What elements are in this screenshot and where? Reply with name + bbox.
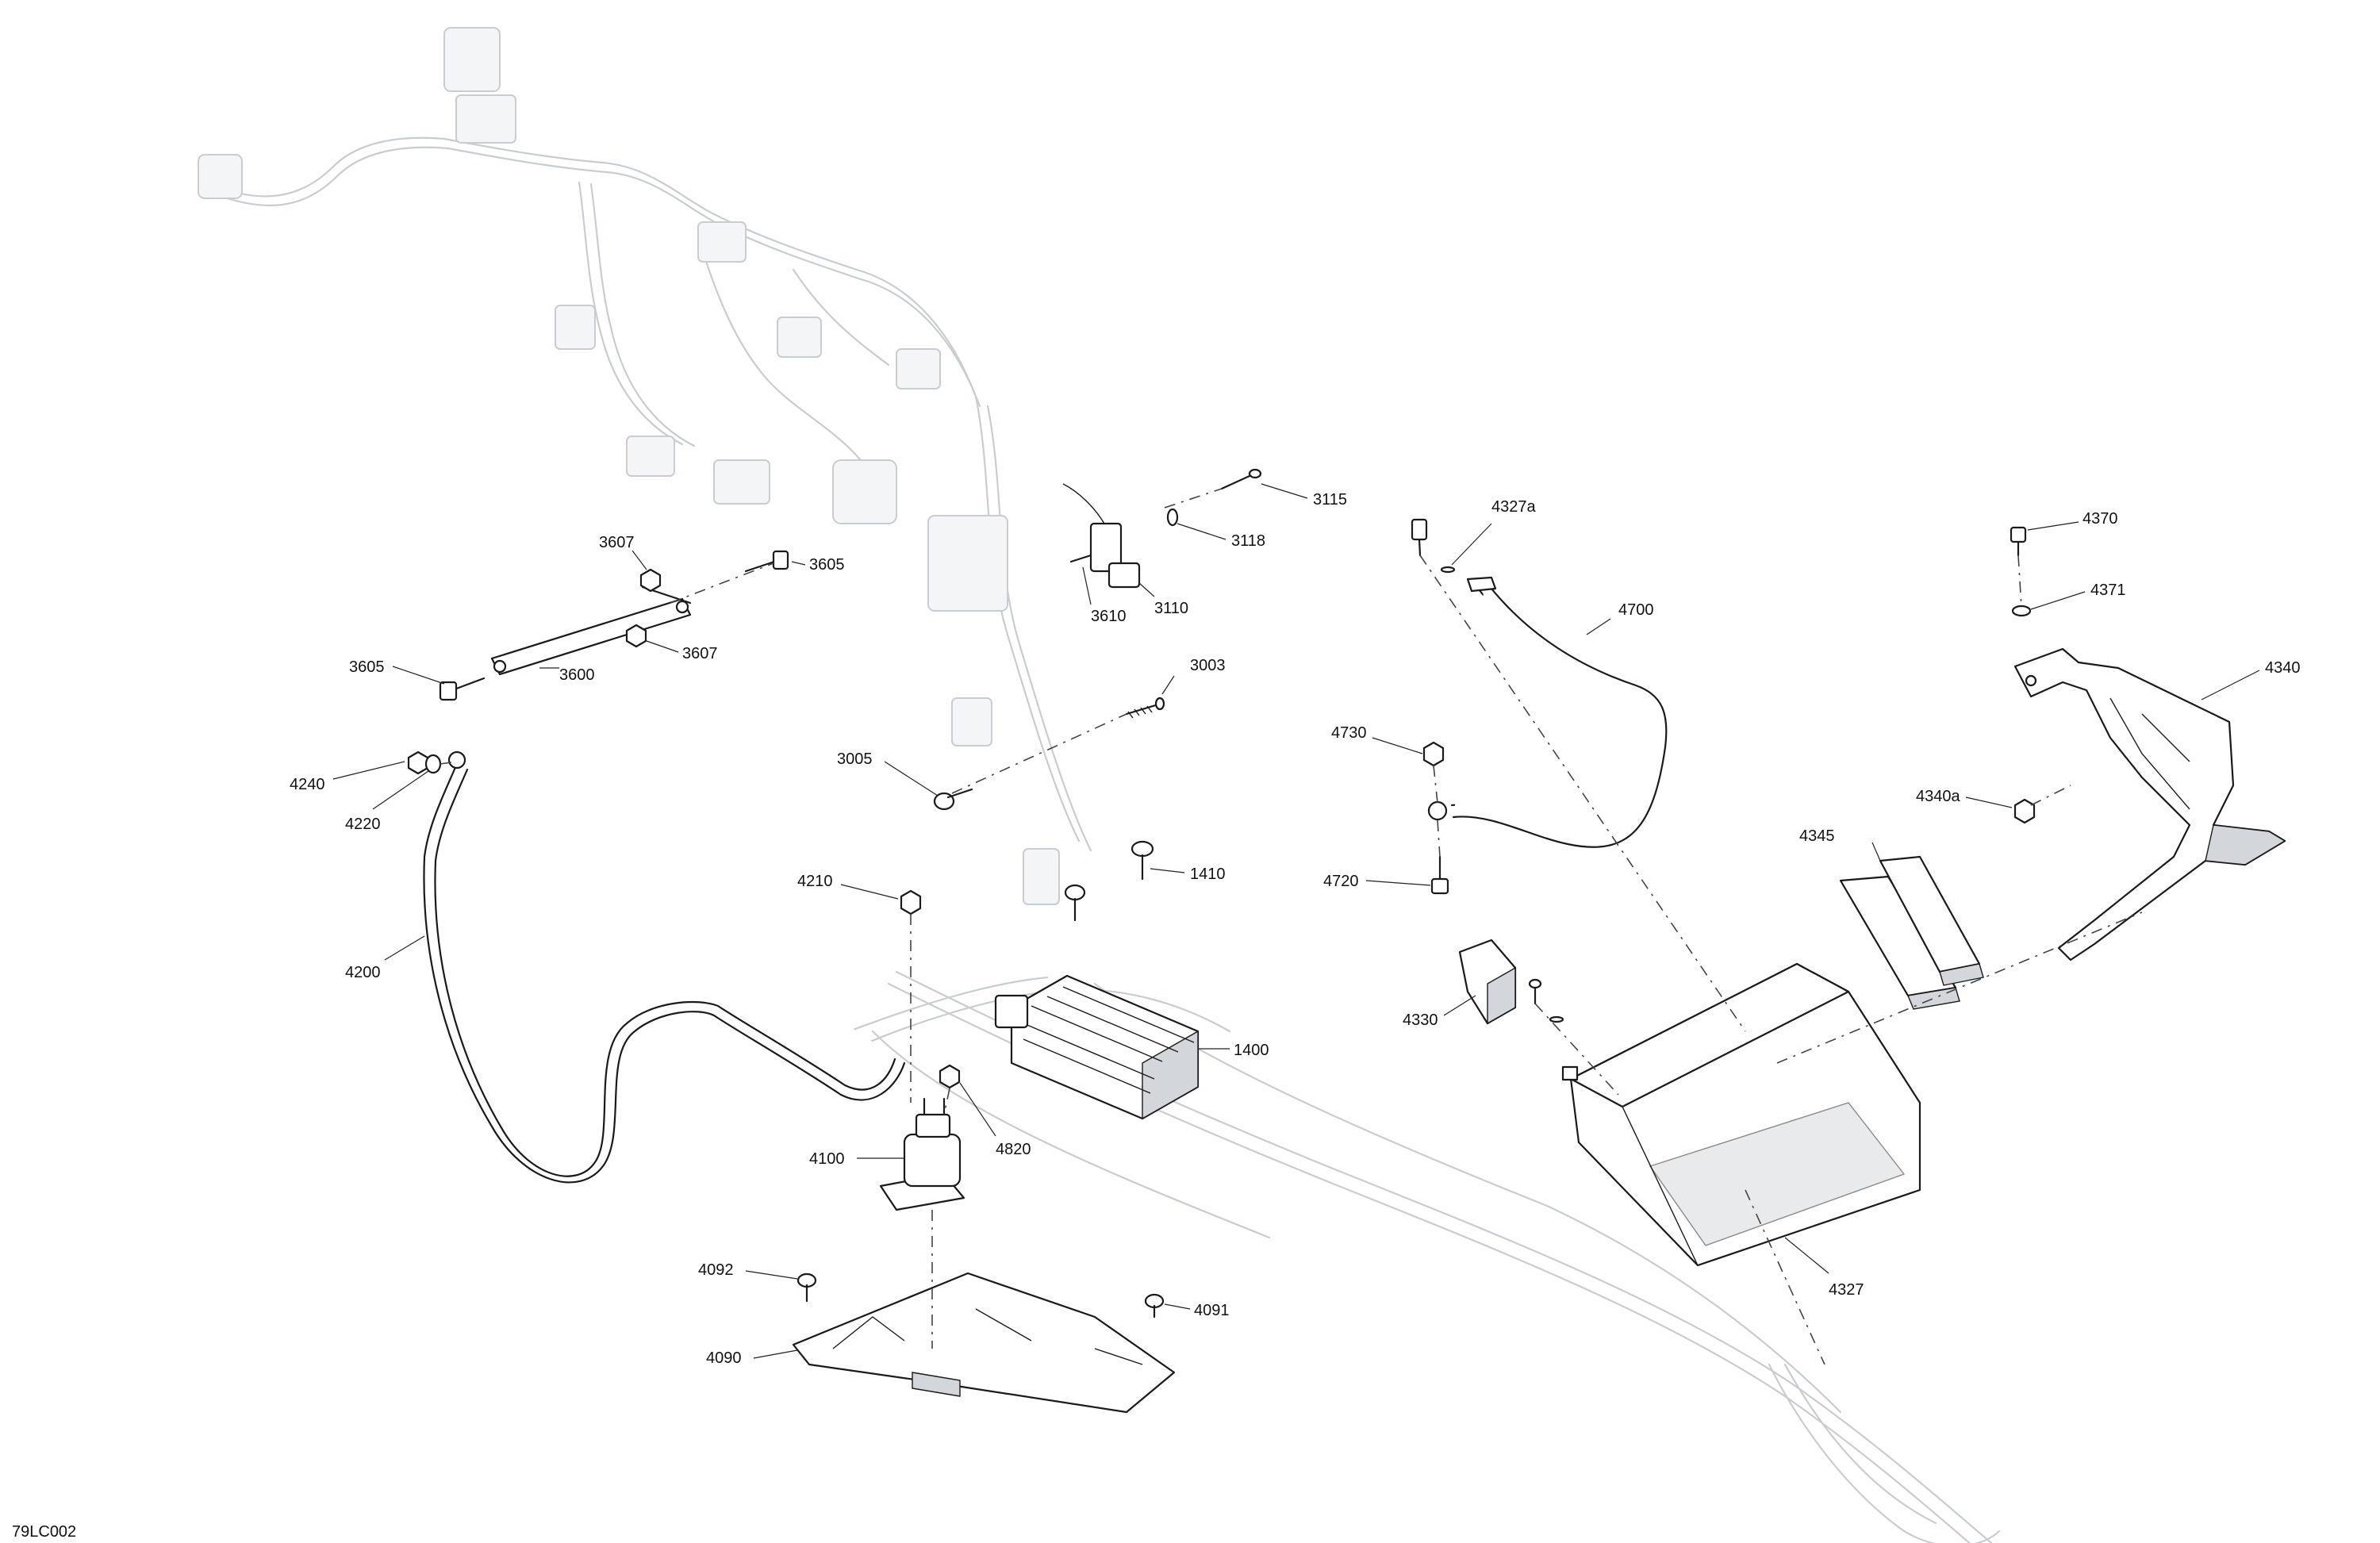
- callout-3607-top: 3607: [599, 534, 635, 551]
- callout-4240: 4240: [290, 776, 325, 793]
- screw-4327a: [1411, 518, 1456, 574]
- callout-3610: 3610: [1091, 608, 1127, 625]
- callout-4200: 4200: [345, 964, 381, 981]
- starter-solenoid-4100: [879, 1097, 965, 1211]
- bolt-4370: [2010, 526, 2027, 557]
- battery-4327: [1561, 962, 1921, 1267]
- washer-4220: [424, 754, 442, 774]
- diagram-code: 79LC002: [12, 1523, 76, 1541]
- callout-4700: 4700: [1618, 601, 1654, 619]
- callout-1410: 1410: [1190, 866, 1226, 883]
- callout-3605-left: 3605: [349, 658, 385, 676]
- washer-3118: [1166, 508, 1179, 527]
- bolt-3605a: [744, 550, 789, 573]
- washer-4371: [2011, 605, 2032, 617]
- sensor-3110: [1062, 483, 1141, 589]
- screw-4092: [797, 1272, 817, 1303]
- screw-3115: [1220, 468, 1262, 490]
- bolt-4720: [1430, 855, 1449, 895]
- callout-3110: 3110: [1154, 600, 1188, 617]
- callout-4340a: 4340a: [1916, 788, 1960, 805]
- callout-3118: 3118: [1231, 532, 1265, 550]
- mounting-bracket-4090: [792, 1272, 1176, 1414]
- battery-cable-4200: [423, 750, 906, 1184]
- callout-3005: 3005: [837, 750, 873, 768]
- callout-4092: 4092: [698, 1261, 734, 1279]
- terminal-cover-4330: [1458, 938, 1564, 1025]
- callout-1400: 1400: [1234, 1042, 1269, 1059]
- nut-4210: [900, 889, 922, 915]
- bolt-3005: [933, 788, 973, 811]
- battery-pads-4345: [1839, 855, 1984, 1010]
- callout-4720: 4720: [1323, 873, 1359, 890]
- callout-3607-bottom: 3607: [682, 645, 718, 662]
- nut-3607a: [639, 568, 662, 593]
- callout-4327a: 4327a: [1491, 498, 1536, 516]
- nut-4730: [1422, 741, 1445, 767]
- screw-4091: [1144, 1293, 1165, 1318]
- callout-4730: 4730: [1331, 724, 1367, 742]
- callout-3003: 3003: [1190, 657, 1226, 674]
- callout-3600: 3600: [559, 666, 595, 684]
- callout-3605-right: 3605: [809, 556, 845, 574]
- nut-4340a: [2013, 798, 2036, 824]
- screw-3003: [1125, 697, 1165, 719]
- callout-4090: 4090: [706, 1349, 742, 1367]
- callout-3115: 3115: [1313, 491, 1347, 509]
- callout-4370: 4370: [2082, 510, 2118, 528]
- callout-4330: 4330: [1403, 1011, 1438, 1029]
- bolt-3605b: [439, 677, 486, 701]
- ground-strap-3600: [490, 585, 692, 676]
- assembly-axes: [440, 488, 2143, 1365]
- callout-4100: 4100: [809, 1150, 845, 1168]
- nut-4240: [407, 750, 429, 775]
- wiring-harness-ghost: [198, 27, 2001, 1543]
- callout-4820: 4820: [996, 1141, 1031, 1158]
- callout-4345: 4345: [1799, 827, 1835, 845]
- callout-4091: 4091: [1194, 1302, 1230, 1319]
- nut-4820: [939, 1064, 961, 1089]
- callout-4220: 4220: [345, 816, 381, 833]
- voltage-regulator-1400: [994, 974, 1200, 1120]
- screw-1410: [1064, 840, 1154, 922]
- callouts: 3115 3118 3110 3610 3607 3605 3607 3605 …: [290, 483, 2301, 1367]
- battery-bracket-4340: [2013, 647, 2286, 961]
- callout-4327: 4327: [1829, 1281, 1864, 1299]
- callout-4340: 4340: [2265, 659, 2301, 677]
- battery-cable-4700: [1427, 576, 1668, 848]
- nut-3607b: [625, 624, 647, 648]
- callout-4210: 4210: [797, 873, 833, 890]
- callout-4371: 4371: [2090, 582, 2126, 599]
- screw-3610: [1069, 554, 1092, 563]
